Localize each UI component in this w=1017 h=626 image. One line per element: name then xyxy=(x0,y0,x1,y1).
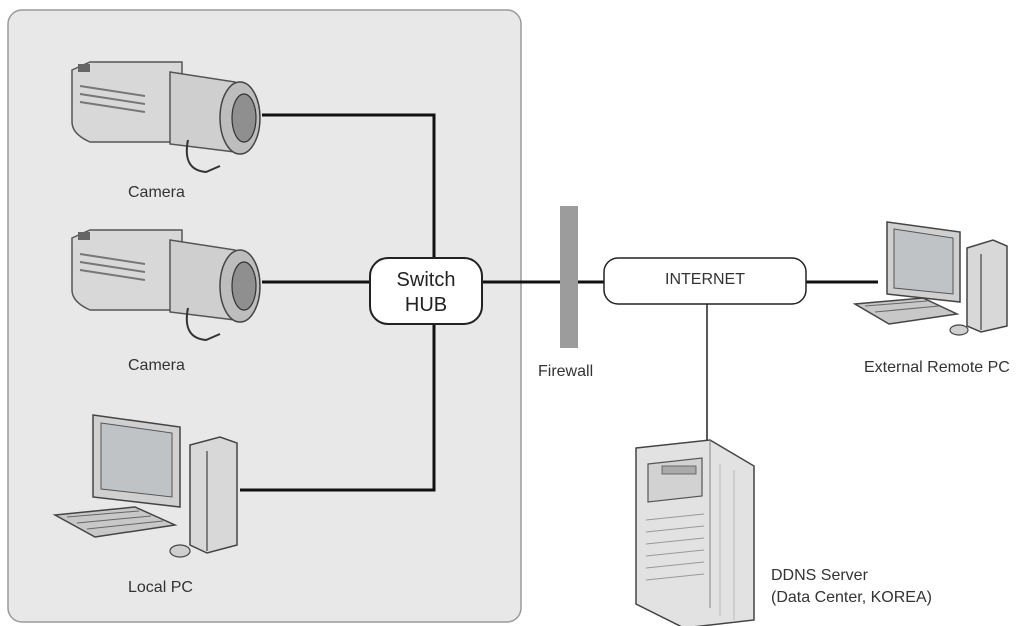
hub-icon xyxy=(369,257,483,325)
local-pc-label: Local PC xyxy=(128,579,193,596)
wire-camera-top xyxy=(262,113,436,262)
internet-box xyxy=(603,257,807,305)
camera-icon xyxy=(71,229,261,342)
internet-label: INTERNET xyxy=(665,271,745,288)
camera-mid-label: Camera xyxy=(128,357,185,374)
wires xyxy=(240,113,878,492)
camera-icon xyxy=(71,61,261,174)
hub-label-line1: Switch xyxy=(397,269,456,291)
pc-icon xyxy=(852,221,1008,336)
hub-label-line2: HUB xyxy=(405,294,447,316)
firewall-icon xyxy=(560,206,578,348)
ddns-label-line1: DDNS Server xyxy=(771,567,869,584)
firewall-label: Firewall xyxy=(538,363,593,380)
camera-top-label: Camera xyxy=(128,184,185,201)
switch-hub-box xyxy=(369,257,483,325)
ddns-label-line2: (Data Center, KOREA) xyxy=(771,589,932,606)
server-icon xyxy=(635,439,755,626)
external-pc-label: External Remote PC xyxy=(864,359,1010,376)
wire-local-pc xyxy=(240,322,436,492)
pc-icon xyxy=(52,414,238,558)
